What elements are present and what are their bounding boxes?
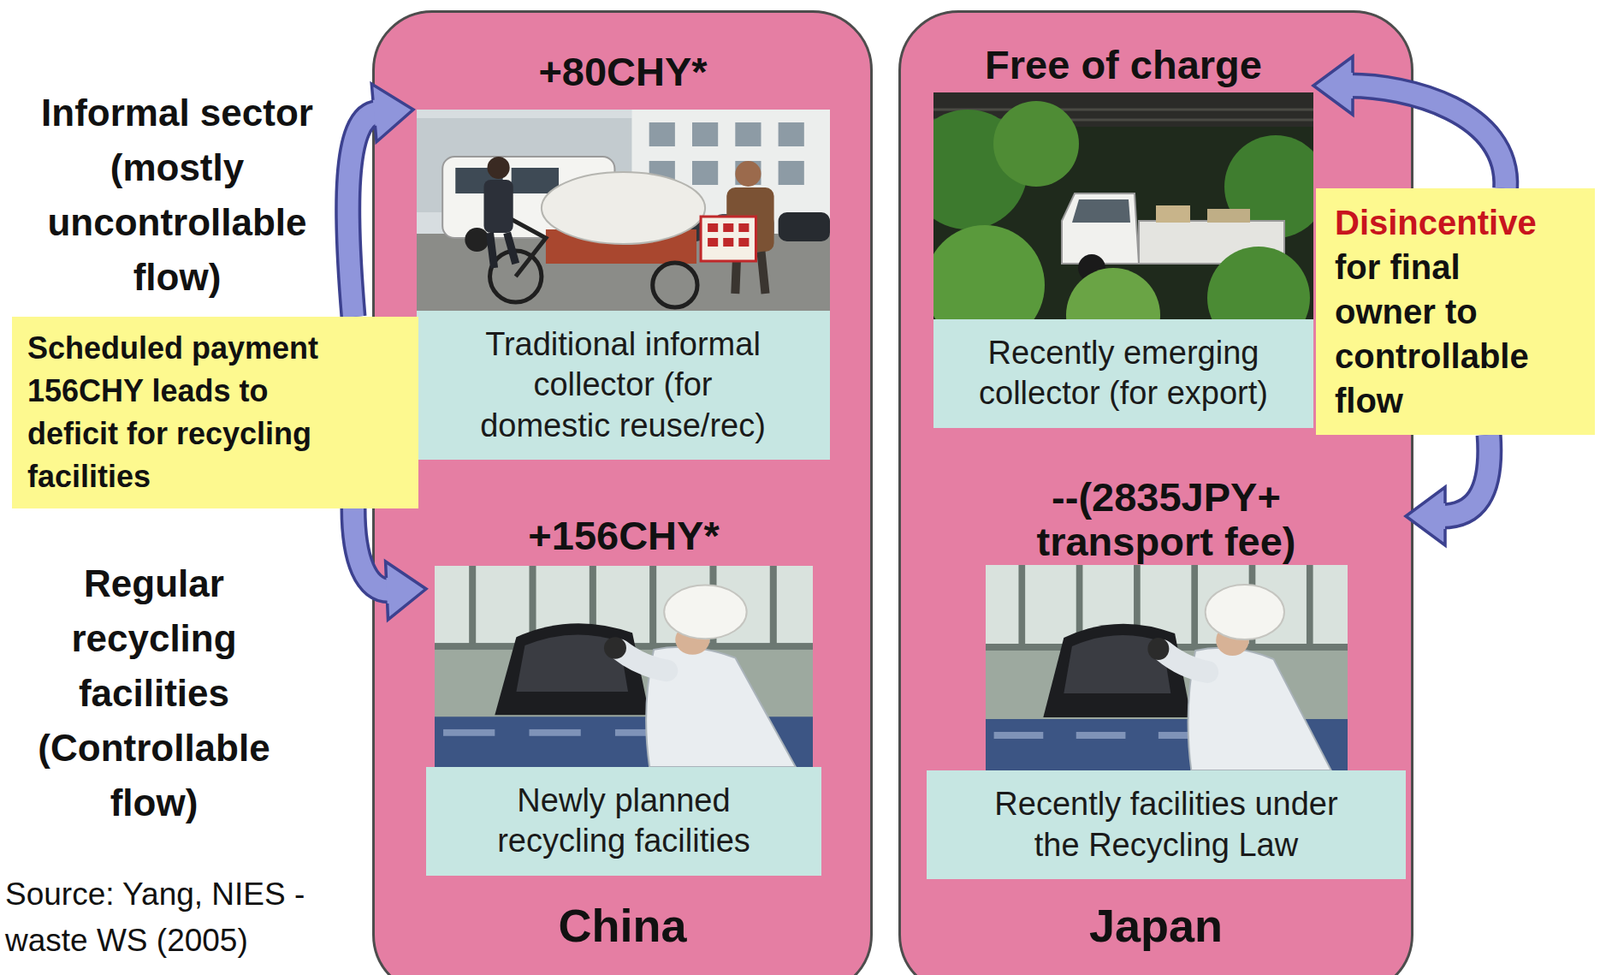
sector-label: Informal sector (mostly uncontrollable f… bbox=[10, 85, 344, 305]
callout-text: Disincentive for final owner to controll… bbox=[1334, 200, 1559, 423]
price-label: +80CHY* bbox=[434, 49, 812, 95]
truck-photo-part bbox=[933, 225, 1045, 320]
collector-item: +80CHY* Traditional informal c bbox=[413, 49, 833, 460]
street-photo-part bbox=[483, 179, 513, 233]
note-callout: Scheduled payment 156CHY leads to defici… bbox=[11, 316, 419, 509]
street-photo-part bbox=[777, 122, 804, 147]
truck-photo-part bbox=[1061, 193, 1139, 264]
truck-photo-part bbox=[1072, 199, 1131, 223]
street-photo-part bbox=[651, 262, 697, 308]
caption-box: Newly planned recycling facilities bbox=[426, 766, 822, 876]
dismantling-photo-part bbox=[434, 565, 813, 767]
dismantling-photo-part bbox=[985, 564, 1348, 771]
dismantling-photo bbox=[985, 564, 1348, 771]
callout-text: Scheduled payment 156CHY leads to defici… bbox=[27, 326, 336, 498]
street-photo-part bbox=[777, 160, 804, 185]
arrow-shaft bbox=[1441, 434, 1490, 516]
caption-box: Recently facilities under the Recycling … bbox=[926, 770, 1406, 879]
street-photo-part bbox=[416, 109, 830, 311]
arrow-outline bbox=[1441, 434, 1490, 516]
caption-text: Recently emerging collector (for export) bbox=[960, 332, 1286, 415]
street-photo-part bbox=[692, 160, 718, 185]
truck-photo bbox=[933, 92, 1314, 320]
street-photo-part bbox=[734, 122, 761, 147]
street-photo-part bbox=[722, 223, 734, 232]
country-panel: Japan Free of charge Recently emerging co… bbox=[898, 10, 1414, 975]
street-photo-part bbox=[489, 232, 516, 268]
price-label: Free of charge bbox=[943, 42, 1304, 88]
street-photo-part bbox=[738, 237, 749, 247]
street-photo-part bbox=[777, 212, 830, 242]
street-photo-part bbox=[707, 237, 718, 247]
street-photo-part bbox=[700, 216, 756, 261]
facility-item: --(2835JPY+ transport fee) Recently faci… bbox=[926, 474, 1406, 879]
street-photo-part bbox=[692, 122, 718, 147]
price-label: --(2835JPY+ transport fee) bbox=[1003, 474, 1329, 563]
caption-text: Recently facilities under the Recycling … bbox=[982, 783, 1351, 866]
street-photo-part bbox=[738, 223, 749, 232]
sector-label: Regular recycling facilities (Controllab… bbox=[8, 556, 300, 830]
street-photo-part bbox=[648, 122, 804, 185]
street-photo-part bbox=[464, 227, 489, 252]
street-photo-part bbox=[648, 122, 675, 147]
source-note: Source: Yang, NIES -waste WS (2005) bbox=[5, 871, 369, 964]
facility-item: +156CHY* Newly planned recycling facilit… bbox=[426, 513, 822, 876]
street-photo-part bbox=[734, 160, 761, 187]
truck-photo-part bbox=[1066, 267, 1161, 320]
panel-heading: China bbox=[374, 899, 871, 951]
truck-photo-part bbox=[993, 100, 1079, 187]
street-photo-part bbox=[707, 223, 749, 247]
price-label: +156CHY* bbox=[435, 513, 812, 558]
caption-text: Newly planned recycling facilities bbox=[476, 780, 772, 862]
flow-arrow bbox=[1405, 434, 1490, 546]
street-photo bbox=[416, 109, 830, 311]
country-panel: China+80CHY* Traditional infor bbox=[372, 10, 873, 975]
caption-box: Recently emerging collector (for export) bbox=[933, 319, 1314, 428]
street-photo-part bbox=[486, 156, 510, 179]
street-photo-part bbox=[722, 237, 734, 247]
dismantling-photo bbox=[434, 565, 813, 767]
caption-text: Traditional informal collector (for dome… bbox=[475, 324, 771, 447]
street-photo-part bbox=[540, 171, 705, 244]
truck-photo-part bbox=[1207, 246, 1310, 320]
panel-heading: Japan bbox=[900, 899, 1411, 951]
note-callout: Disincentive for final owner to controll… bbox=[1315, 188, 1595, 435]
truck-photo-part bbox=[1155, 205, 1191, 223]
street-photo-part bbox=[707, 223, 718, 232]
caption-box: Traditional informal collector (for dome… bbox=[416, 310, 830, 461]
collector-item: Free of charge Recently emerging collect… bbox=[933, 42, 1314, 428]
truck-photo-part bbox=[1207, 208, 1251, 223]
